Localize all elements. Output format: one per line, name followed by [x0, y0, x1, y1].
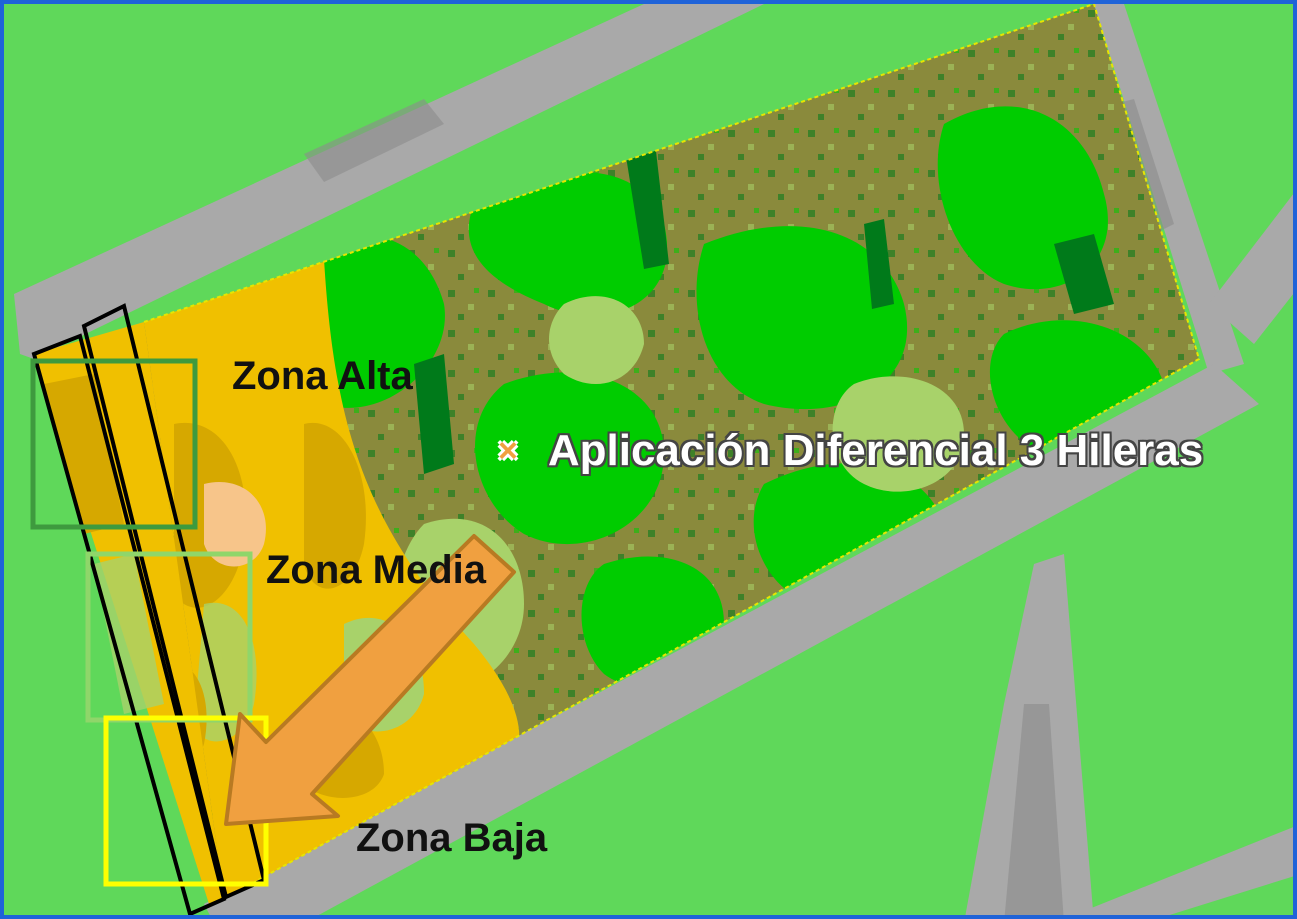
- road-bottom-right: [1073, 827, 1293, 915]
- legend-item: × Aplicación Diferencial 3 Hileras: [498, 426, 1203, 476]
- zone-label-baja: Zona Baja: [356, 816, 548, 860]
- direction-arrow: [224, 534, 516, 826]
- road-east: [1209, 194, 1293, 344]
- legend-label: Aplicación Diferencial 3 Hileras: [547, 426, 1204, 475]
- zone-label-alta: Zona Alta: [232, 354, 413, 398]
- cross-marker-icon: ×: [498, 431, 518, 470]
- zone-box-alta: [30, 358, 198, 530]
- road-lower: [204, 364, 1259, 915]
- row-pass-1: [31, 333, 227, 915]
- road-top: [14, 4, 764, 359]
- zone-label-media: Zona Media: [266, 548, 487, 592]
- field-map: [4, 4, 1293, 915]
- road-right: [1094, 4, 1244, 374]
- field-boundary: [143, 4, 1201, 900]
- roads: [14, 4, 1293, 915]
